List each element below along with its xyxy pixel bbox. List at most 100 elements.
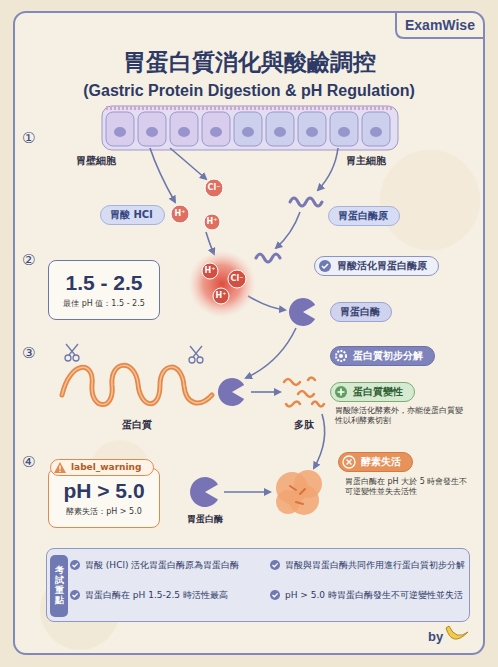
- polypeptide-fragments: [298, 391, 314, 397]
- stomach-epithelium: [362, 112, 390, 146]
- stomach-epithelium: [146, 127, 158, 137]
- plus-icon: [335, 386, 347, 398]
- flow-arrow: [276, 212, 300, 248]
- scissors-icon: [190, 346, 202, 357]
- stomach-epithelium: [106, 106, 394, 110]
- callout-number: ②: [22, 250, 35, 270]
- protein-chain: [62, 365, 212, 404]
- check-icon: [70, 590, 80, 600]
- cross-icon: [347, 460, 352, 465]
- stomach-epithelium: [102, 106, 398, 150]
- pepsin-pill: 胃蛋白酶: [330, 302, 392, 322]
- flow-arrow: [150, 148, 338, 492]
- ion-bubble: [171, 179, 223, 230]
- pepsin-enzyme: [289, 298, 315, 326]
- check-icon: [319, 260, 331, 272]
- check-icon: [270, 560, 280, 570]
- polypeptide-fragments: [312, 402, 324, 407]
- cell-label: 胃壁細胞: [76, 154, 116, 167]
- brand-text: ExamWise: [405, 16, 475, 34]
- scissors-icon: [197, 357, 203, 363]
- warning-icon: [54, 462, 66, 473]
- stomach-epithelium: [106, 112, 134, 146]
- warning-tag: label_warning: [50, 459, 154, 476]
- check-icon: [73, 563, 78, 566]
- pepsin-enzyme: [190, 298, 315, 507]
- page-frame: [14, 12, 484, 654]
- gear-icon: [336, 351, 346, 361]
- acid-cloud: [202, 263, 218, 279]
- ion-label: H⁺: [216, 292, 227, 300]
- page-frame: [380, 150, 480, 250]
- check-icon: [273, 563, 278, 566]
- check-icon: [270, 560, 280, 570]
- flow-arrow: [224, 491, 270, 493]
- node-text: 胃蛋白酶: [340, 306, 380, 317]
- denatured-enzyme: [290, 486, 305, 504]
- pepsin-enzyme: [218, 378, 244, 406]
- flow-arrow: [318, 148, 338, 190]
- polypeptide-fragments: [286, 402, 300, 407]
- stomach-epithelium: [234, 112, 262, 146]
- subtitle-text: (Gastric Protein Digestion & pH Regulati…: [0, 80, 498, 101]
- protein-chain: [62, 365, 212, 404]
- check-icon: [73, 593, 78, 596]
- flow-arrow: [150, 148, 175, 202]
- ion-bubble: [205, 179, 223, 197]
- flow-arrow: [170, 148, 206, 179]
- callout-number: ①: [22, 128, 35, 148]
- cell-label: 胃主細胞: [346, 154, 386, 167]
- node-text: 胃酸與胃蛋白酶共同作用進行蛋白質初步分解: [285, 559, 467, 571]
- check-icon: [70, 560, 80, 570]
- denatured-enzyme: [276, 470, 322, 515]
- polypeptide-fragments: [284, 379, 300, 385]
- gear-icon: [336, 351, 346, 361]
- key-points-panel: 胃酸 (HCl) 活化胃蛋白酶原為胃蛋白酶胃酸與胃蛋白酶共同作用進行蛋白質初步分…: [46, 548, 470, 622]
- ion-label: Cl⁻: [208, 184, 221, 192]
- callout-number: ④: [22, 452, 35, 472]
- ph-box: 1.5 - 2.5 最佳 pH 值：1.5 - 2.5: [48, 260, 160, 320]
- check-icon: [270, 590, 280, 600]
- stomach-epithelium: [266, 112, 294, 146]
- stomach-epithelium: [338, 127, 350, 137]
- credit-text: by: [428, 628, 443, 645]
- node-text: 1.5 - 2.5: [65, 271, 142, 295]
- page-frame: [396, 12, 484, 38]
- flow-arrow: [248, 296, 285, 310]
- stomach-epithelium: [114, 127, 126, 137]
- acid-cloud: [188, 250, 256, 318]
- ion-label: H⁺: [205, 267, 216, 275]
- acid-cloud: [228, 270, 246, 288]
- stomach-epithelium: [330, 112, 358, 146]
- warning-icon: [59, 471, 61, 473]
- stomach-epithelium: [210, 127, 222, 137]
- inactivation-tag: 酵素失活: [338, 452, 413, 472]
- node-text: pH > 5.0: [63, 479, 144, 503]
- stomach-epithelium: [178, 127, 190, 137]
- title-text: 胃蛋白質消化與酸鹼調控: [0, 48, 498, 76]
- banana-logo: [446, 626, 468, 639]
- stomach-epithelium: [138, 112, 166, 146]
- denature-tag: 蛋白質變性: [330, 382, 415, 402]
- pepsinogen-chain: [290, 198, 322, 206]
- check-icon: [322, 264, 328, 268]
- node-text: 最佳 pH 值：1.5 - 2.5: [63, 299, 145, 309]
- stomach-epithelium: [102, 106, 398, 150]
- pepsinogen-chain: [256, 254, 280, 262]
- stomach-epithelium: [202, 112, 230, 146]
- scissors-icon: [66, 344, 78, 355]
- node-text: 胃酸活化胃蛋白酶原: [337, 260, 427, 271]
- stomach-epithelium: [298, 112, 326, 146]
- page-frame: [14, 12, 484, 654]
- check-icon: [70, 590, 80, 600]
- pepsinogen-chain: [256, 198, 322, 262]
- ph-box: pH > 5.0酵素失活：pH > 5.0: [48, 468, 160, 528]
- node-text: 胃酸 (HCl) 活化胃蛋白酶原為胃蛋白酶: [85, 559, 277, 571]
- node-text: 胃蛋白酶原: [338, 210, 388, 221]
- pepsin-enzyme: [190, 477, 218, 507]
- process-tag: 蛋白質初步分解: [330, 346, 435, 366]
- acid-cloud: [188, 250, 256, 318]
- stomach-epithelium: [274, 127, 286, 137]
